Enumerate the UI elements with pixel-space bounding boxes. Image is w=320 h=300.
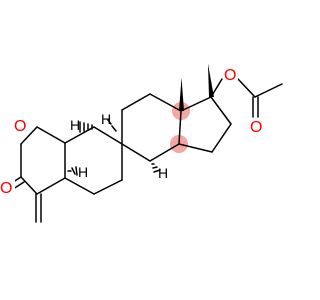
bond — [121, 143, 151, 162]
bond — [237, 78, 256, 98]
h-label-c10: H — [70, 117, 80, 133]
bond — [36, 126, 66, 144]
atom-labels: O O O O — [0, 65, 262, 197]
bond — [178, 143, 213, 153]
label-bg — [0, 178, 15, 196]
hash-segment — [153, 169, 161, 173]
hash-segment — [75, 166, 78, 176]
bonds — [6, 78, 283, 223]
wedge-bond — [208, 64, 214, 97]
ester-oxygen-label: O — [224, 67, 236, 84]
acetyl-carbonyl-oxygen-label: O — [250, 119, 262, 136]
bond — [180, 96, 212, 112]
bond — [36, 177, 66, 195]
h-label-c8: H — [158, 165, 168, 181]
hash-segment — [107, 119, 112, 125]
bond — [93, 179, 123, 195]
bond — [210, 96, 232, 125]
molecule-structure: O O O O H H H H — [0, 64, 283, 223]
bond — [149, 93, 182, 112]
lactone-carbonyl-oxygen-label: O — [0, 180, 12, 197]
bond — [64, 126, 95, 144]
hydrogen-labels: H H H H — [70, 111, 168, 181]
bond — [211, 123, 232, 153]
ring-oxygen-label: O — [14, 118, 26, 135]
bond — [178, 110, 182, 145]
hash-bonds — [67, 119, 161, 176]
h-label-c9: H — [101, 111, 111, 127]
wedge-bonds — [179, 64, 214, 111]
label-bg — [13, 116, 29, 134]
bond — [64, 177, 95, 195]
bond — [20, 176, 38, 195]
bond — [254, 83, 283, 98]
bond — [121, 93, 151, 111]
bond — [93, 126, 123, 145]
bond — [149, 143, 180, 162]
h-label-c5: H — [78, 164, 88, 180]
hash-segment — [152, 166, 158, 169]
wedge-bond — [179, 78, 184, 111]
structure-canvas: O O O O H H H H — [0, 64, 283, 223]
label-bg — [223, 65, 238, 83]
bond — [20, 126, 38, 145]
hash-segment — [111, 125, 117, 132]
hash-segment — [71, 167, 76, 175]
